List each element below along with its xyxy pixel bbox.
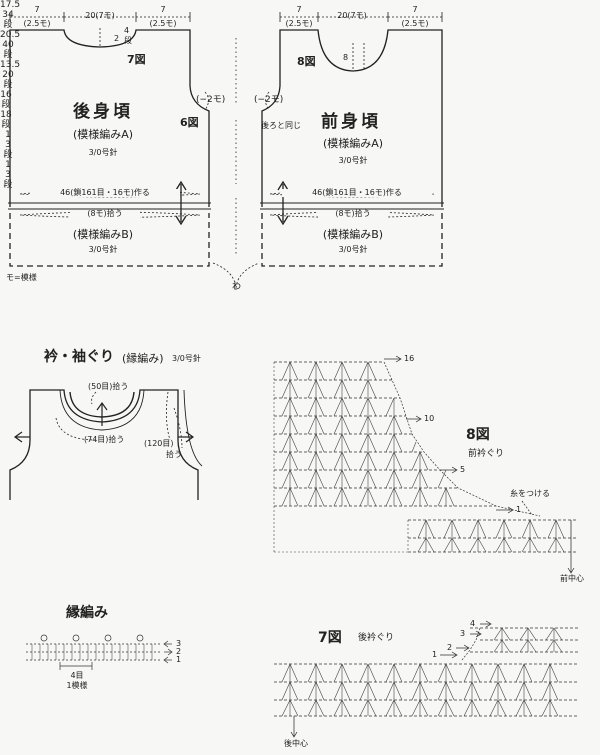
fig8-title: 8図 [466,427,490,443]
edging-title: 縁編み [66,605,108,621]
back-top-mid: 20(7モ) [85,11,115,20]
collar-subtitle: (縁編み) [122,352,164,365]
collar-pick120: (120目) [144,439,174,448]
fig7-row3: 3 [460,629,466,638]
front-top-left-a: 7 [296,5,302,14]
front-top-right-a: 7 [412,5,418,14]
back-pickup: (8モ)拾う [70,210,140,218]
front-title: 前身頃 [321,112,381,132]
back-top-left-b: (2.5モ) [23,19,51,28]
front-hook-a: 3/0号針 [338,156,368,165]
back-pattern-b: (模様編みB) [72,228,134,241]
front-pattern-a: (模様編みA) [322,137,384,150]
front-cast: 46(鎖161目・16モ)作る [282,189,432,197]
edging-repeat: 1模様 [66,681,88,690]
back-neck-rows-b: 段 [124,36,132,45]
fig7-center: 後中心 [284,739,308,748]
front-fig-ref-neck: 8図 [297,55,316,68]
front-hook-b: 3/0号針 [338,245,368,254]
back-top-left-a: 7 [34,5,40,14]
front-neck-eight: 8 [343,53,349,62]
fig8-row1: 1 [516,505,522,514]
legend-mo: モ=模様 [6,273,37,282]
back-top-right-a: 7 [160,5,166,14]
fig8-row16: 16 [404,354,415,363]
front-top-mid: 20(7モ) [337,11,367,20]
fig8-row5: 5 [460,465,466,474]
front-top-left-b: (2.5モ) [285,19,313,28]
fig8-row10: 10 [424,414,435,423]
front-top-right-b: (2.5モ) [401,19,429,28]
front-pattern-b: (模様編みB) [322,228,384,241]
fig8-grid [274,361,578,553]
fig8-center: 前中心 [560,574,584,583]
edging-stitches: 4目 [70,671,84,680]
front-pickup: (8モ)拾う [318,210,388,218]
front-body-outline [261,29,443,207]
back-fig-ref-arm: 6図 [180,116,199,129]
collar-pick120-b: 拾う [166,450,182,459]
fig7-subtitle: 後衿ぐり [358,633,395,643]
fig8-fans [273,361,565,553]
fig7-fans [281,627,563,717]
back-title: 後身頃 [73,102,133,122]
collar-hook: 3/0号針 [172,354,201,363]
back-neck-two: 2 [114,34,120,43]
fig7-row4: 4 [470,619,476,628]
fig8-subtitle: 前衿ぐり [468,449,505,459]
back-fig-ref-neck: 7図 [127,53,146,66]
fig7-row2: 2 [447,643,453,652]
edging-row-3: 3 [176,639,182,648]
front-same-as-back: 後ろと同じ [261,121,301,130]
back-pattern-a: (模様編みA) [72,128,134,141]
collar-pick50: (50目)拾う [88,382,129,391]
back-body-outline [9,29,210,207]
back-hook-b: 3/0号針 [88,245,118,254]
collar-title: 衿・袖ぐり [44,349,114,365]
edging-chart [26,634,173,670]
back-top-right-b: (2.5モ) [149,19,177,28]
ring-label: わ [232,282,242,292]
fig7-grid [274,627,578,717]
fig8-attach: 糸をつける [510,489,550,498]
fig7-title: 7図 [318,630,342,646]
back-cast: 46(鎖161目・16モ)作る [30,189,180,197]
fig7-row1: 1 [432,650,438,659]
back-hook-a: 3/0号針 [88,148,118,157]
edging-row-1: 1 [176,655,182,664]
collar-pick74: (74目)拾う [84,435,125,444]
back-neck-rows-a: 4 [124,26,130,35]
edging-row-2: 2 [176,647,182,656]
front-arm-note: (−2モ) [254,95,284,105]
back-arm-note: (−2モ) [196,95,226,105]
